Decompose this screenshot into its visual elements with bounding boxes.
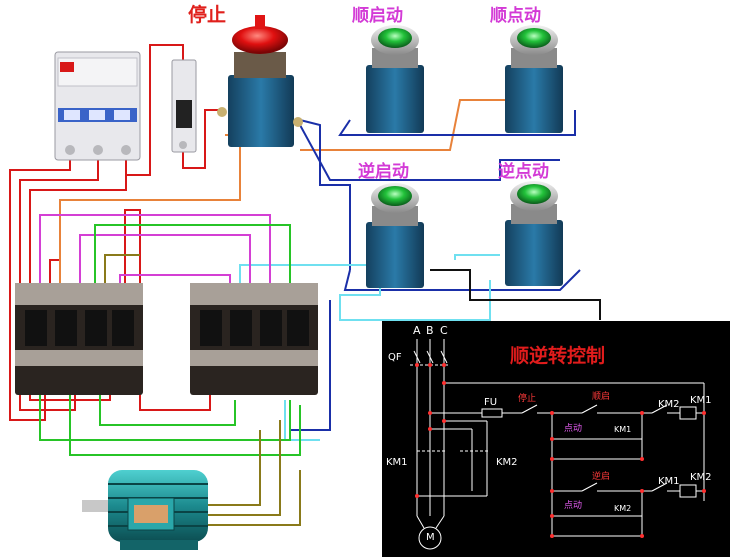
wire-magenta-1: [39, 214, 271, 290]
km1-interlock-label: KM1: [658, 476, 680, 487]
forward-jog-label: 顺点动: [490, 6, 541, 26]
wire-red-1: [9, 160, 71, 421]
wire-magenta-3: [119, 274, 231, 290]
contactor-km2: [190, 283, 318, 395]
control-breaker: [171, 59, 197, 153]
schematic-lines: [410, 339, 706, 550]
schem-fwd-start-label: 顺启: [592, 392, 611, 402]
wire-green-2: [69, 395, 301, 456]
contactor-km1: [15, 283, 143, 395]
stop-label: 停止: [188, 4, 227, 26]
wire-blue-4: [343, 269, 581, 291]
wire-olive-2: [195, 420, 281, 516]
wire-blue-2: [299, 124, 560, 181]
schem-rev-start-label: 逆启: [592, 472, 611, 482]
reverse-jog-label: 逆点动: [498, 162, 549, 182]
wire-blue-1: [299, 119, 351, 270]
km1-aux-a-label: KM1: [614, 425, 632, 434]
phase-a-label: A: [413, 324, 421, 337]
wire-cyan-2: [454, 254, 500, 260]
wire-black-1: [430, 269, 601, 320]
schem-fwd-jog-label: 点动: [564, 424, 583, 434]
motor-label: M: [426, 532, 435, 543]
schematic-title: 顺逆转控制: [510, 345, 606, 367]
km2-interlock-label: KM2: [658, 399, 680, 410]
km1-main-label: KM1: [386, 457, 408, 468]
wire-green-3: [99, 395, 236, 426]
phase-c-label: C: [440, 324, 448, 337]
forward-jog-button[interactable]: [505, 25, 563, 133]
schematic-panel: 顺逆转控制 A B C QF FU 停止 顺启 点动 逆启 点动 KM1 KM2…: [382, 321, 730, 557]
wire-magenta-2: [79, 234, 251, 290]
wire-olive-1: [195, 430, 261, 506]
wires: [9, 44, 601, 526]
wire-green-4: [94, 224, 291, 295]
wire-olive-4: [104, 254, 140, 290]
wire-olive-3: [195, 470, 301, 526]
main-breaker: [54, 51, 141, 161]
wire-red-5: [182, 109, 220, 169]
wire-green-1: [39, 395, 291, 441]
wire-cyan-1: [239, 264, 491, 321]
schem-rev-jog-label: 点动: [564, 501, 583, 511]
km1-coil-label: KM1: [690, 395, 712, 406]
km2-aux-a-label: KM2: [614, 504, 632, 513]
wire-blue-3: [338, 110, 576, 136]
stop-button[interactable]: [217, 15, 303, 147]
forward-start-label: 顺启动: [352, 6, 403, 26]
km2-coil-label: KM2: [690, 472, 712, 483]
wire-red-7: [49, 259, 60, 290]
reverse-jog-button[interactable]: [505, 181, 563, 286]
fu-label: FU: [484, 397, 498, 408]
km2-main-label: KM2: [496, 457, 518, 468]
forward-start-button[interactable]: [366, 25, 424, 133]
schem-stop-label: 停止: [518, 394, 537, 404]
wire-red-4: [125, 44, 184, 176]
qf-label: QF: [388, 352, 402, 363]
reverse-start-label: 逆启动: [358, 162, 409, 182]
reverse-start-button[interactable]: [366, 183, 424, 288]
phase-b-label: B: [426, 324, 434, 337]
motor: [82, 470, 208, 550]
